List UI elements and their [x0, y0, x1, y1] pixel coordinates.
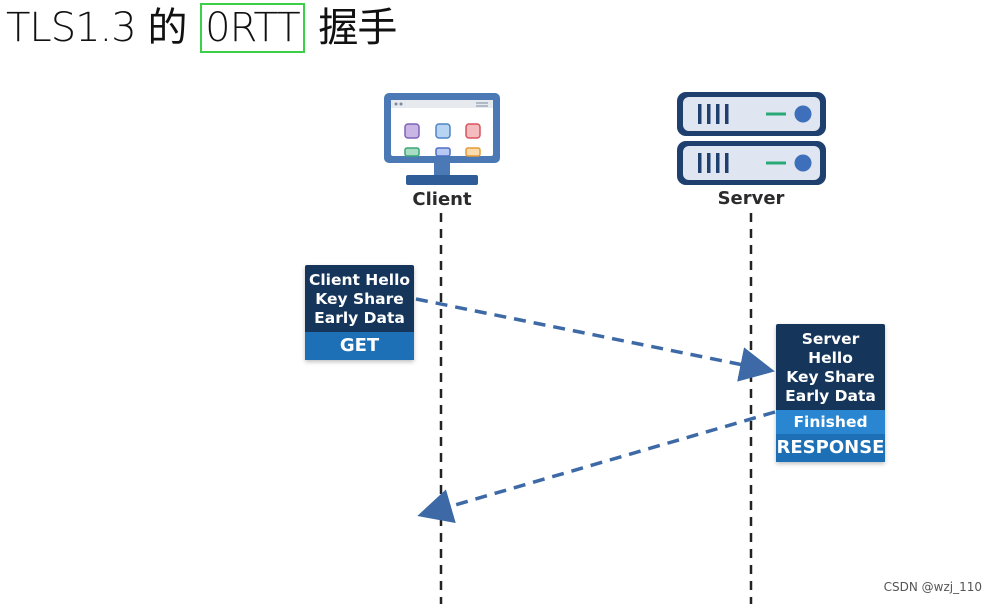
response-label: RESPONSE [776, 434, 885, 462]
get-label: GET [305, 332, 414, 360]
server-to-client-arrow [417, 410, 776, 523]
early-data-line: Early Data [314, 309, 405, 327]
server-hello-line: Server Hello [801, 330, 860, 367]
finished-label: Finished [776, 410, 885, 434]
key-share-line: Key Share [315, 290, 404, 308]
client-monitor-icon [384, 93, 500, 185]
server-hello-box: Server Hello Key Share Early Data Finish… [776, 324, 885, 462]
key-share-line: Key Share [786, 368, 875, 386]
client-hello-line: Client Hello [308, 271, 411, 289]
client-hello-box: Client Hello Key Share Early Data GET [305, 265, 414, 360]
page-title: TLS1.3 的 0RTT 握手 [6, 2, 397, 54]
early-data-line: Early Data [785, 387, 876, 405]
client-to-server-arrow [415, 297, 775, 382]
server-icon [677, 92, 826, 185]
title-highlight: 0RTT [200, 3, 305, 53]
server-label: Server [717, 188, 785, 209]
client-label: Client [412, 189, 472, 210]
title-prefix: TLS1.3 的 [6, 5, 187, 51]
title-suffix: 握手 [318, 5, 397, 51]
watermark: CSDN @wzj_110 [883, 580, 982, 594]
